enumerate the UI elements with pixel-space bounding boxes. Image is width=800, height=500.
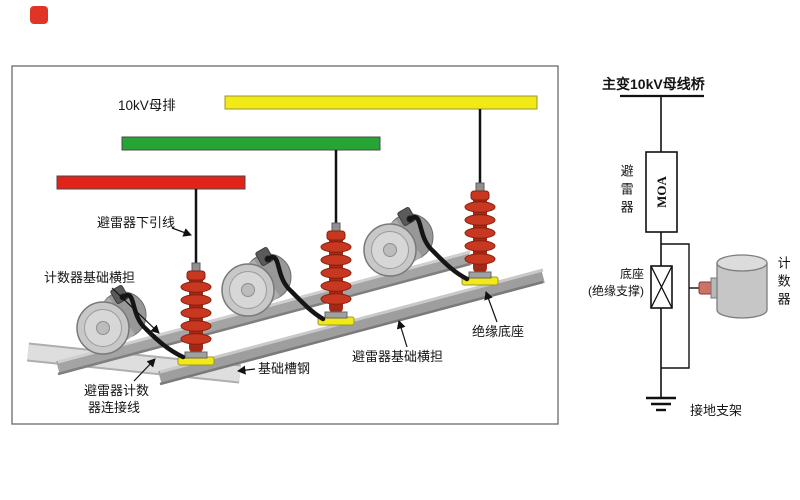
busbar-red-phase	[56, 175, 246, 190]
connection-wire-label-line2: 器连接线	[88, 400, 141, 415]
base-x-diag-2	[650, 265, 673, 309]
arrow-arrester-crossarm	[396, 320, 408, 348]
arrester-crossarm-beam	[158, 269, 545, 385]
busbar-green-phase	[121, 136, 381, 151]
connection-wire-3	[407, 215, 470, 282]
channel-steel-label: 基础槽钢	[258, 361, 311, 376]
busbar-label: 10kV母排	[118, 98, 176, 113]
moa-box-label: MOA	[646, 152, 677, 232]
counter-cylinder-body	[716, 263, 768, 319]
connection-wire-2	[265, 255, 326, 322]
schematic-title: 主变10kV母线桥	[602, 76, 705, 92]
ground-bracket-label: 接地支架	[690, 403, 743, 418]
arrow-connection-wire	[133, 358, 156, 382]
connection-wire-label-line1: 避雷器计数	[84, 383, 150, 398]
arrester-vertical-label: 避雷器	[618, 164, 634, 218]
moa-box	[645, 151, 678, 233]
arrester-crossarm-shadow	[159, 280, 544, 386]
counter-crossarm-shadow	[57, 262, 471, 376]
counter-crossarm-label: 计数器基础横担	[44, 270, 136, 285]
moa-text: MOA	[653, 176, 669, 208]
connection-wire-1	[120, 293, 186, 360]
arrow-channel-steel	[237, 365, 256, 375]
arrow-down-lead	[171, 227, 192, 237]
insulating-base-label: 绝缘底座	[472, 324, 525, 339]
arrow-insulating-base	[484, 291, 498, 323]
arrester-crossarm-label: 避雷器基础横担	[352, 349, 444, 364]
counter-cylinder-top	[716, 254, 768, 272]
busbar-yellow-phase	[224, 95, 538, 110]
base-label-block: 底座 (绝缘支撑)	[558, 266, 644, 301]
counter-vertical-label: 计数器	[775, 256, 791, 310]
watermark-icon	[30, 6, 48, 24]
schematic-counter-branch	[661, 243, 690, 369]
base-label-line1: 底座	[619, 267, 644, 281]
counter-collar	[710, 277, 718, 299]
arrow-counter-crossarm	[111, 287, 160, 334]
down-lead-label: 避雷器下引线	[97, 215, 176, 230]
counter-crossarm-beam	[56, 251, 472, 375]
base-label-line2: (绝缘支撑)	[588, 284, 644, 299]
